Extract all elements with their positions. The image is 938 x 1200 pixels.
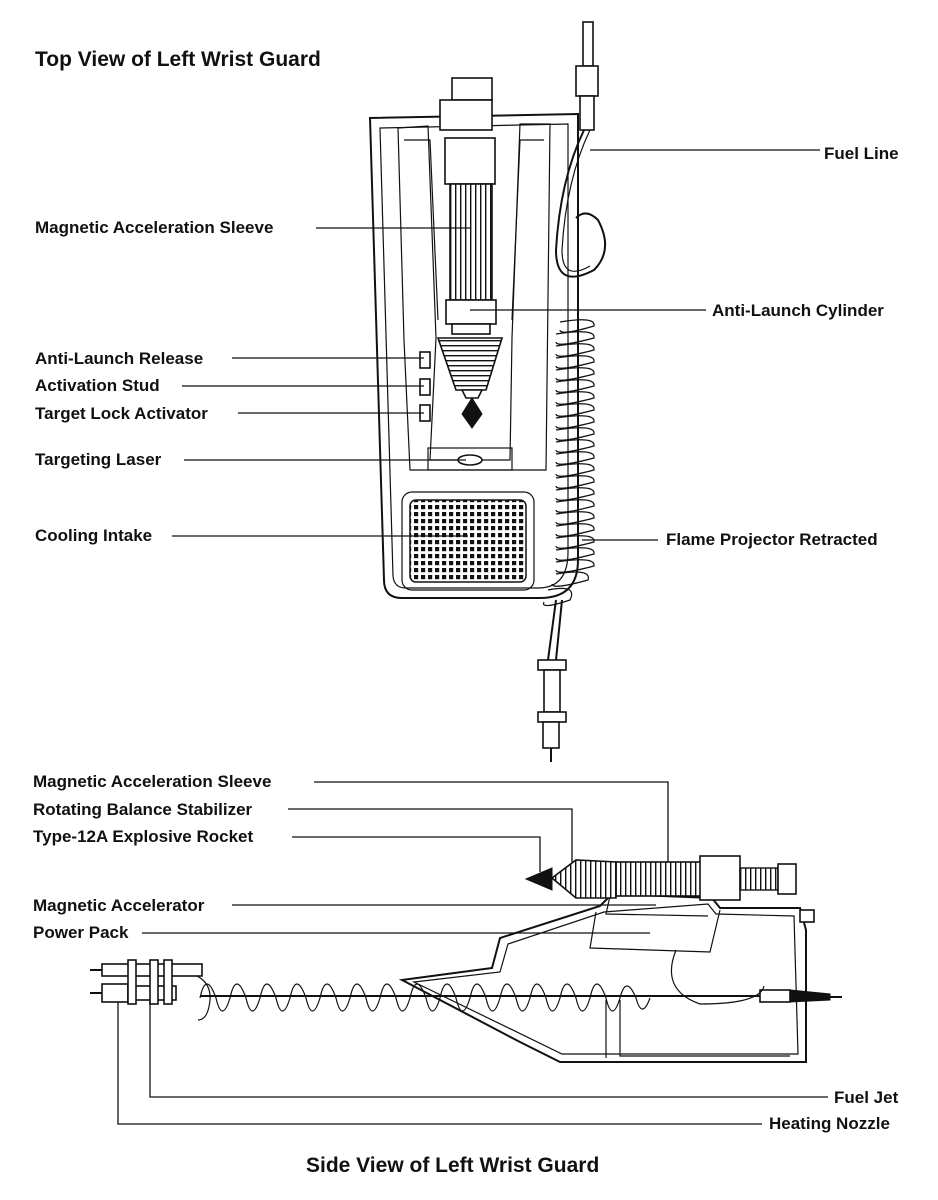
leader-explosive-rocket: [292, 836, 541, 872]
side-housing-outline: [398, 892, 807, 1063]
cooling-intake-grille: [409, 499, 527, 583]
launcher-bay-rail-right: [511, 139, 544, 321]
side-fuel-hose-loop: [670, 949, 765, 1005]
top-housing-outline: [368, 112, 579, 599]
sleeve-collar-side: [699, 855, 741, 901]
label-activation-stud: Activation Stud: [35, 376, 160, 395]
sleeve-cap: [451, 77, 493, 101]
leader-fuel-jet: [149, 1000, 828, 1098]
label-magnetic-acceleration-sleeve-top: Magnetic Acceleration Sleeve: [35, 218, 274, 237]
label-targeting-laser: Targeting Laser: [35, 450, 162, 469]
fuel-tube-body: [579, 95, 595, 131]
label-fuel-jet: Fuel Jet: [834, 1088, 899, 1107]
magnetic-accelerator-panel: [605, 895, 709, 917]
heating-nozzle: [101, 983, 129, 1003]
label-magnetic-acceleration-sleeve-side: Magnetic Acceleration Sleeve: [33, 772, 272, 791]
side-end-cap: [799, 909, 815, 923]
label-power-pack: Power Pack: [33, 923, 129, 942]
fuel-line-tip: [789, 989, 831, 1003]
side-coil: [199, 983, 651, 1012]
side-housing-inner: [411, 903, 799, 1055]
anti-launch-release-button: [419, 351, 431, 369]
anti-launch-cylinder-base: [451, 323, 491, 335]
launcher-bay-rail-left: [404, 139, 439, 321]
power-pack-panel: [589, 909, 721, 953]
label-explosive-rocket: Type-12A Explosive Rocket: [33, 827, 254, 846]
sleeve-rear-ribs: [739, 867, 779, 891]
leader-magnetic-acceleration-sleeve-side: [314, 781, 669, 862]
fuel-line-hose-inner: [561, 129, 591, 272]
nozzle-ring-2: [149, 959, 159, 1005]
cooling-intake-frame: [401, 491, 535, 591]
fuel-tube-tip: [582, 21, 594, 67]
label-magnetic-accelerator: Magnetic Accelerator: [33, 896, 205, 915]
fuel-line-coupler: [759, 989, 791, 1003]
rotating-balance-stabilizer-side: [550, 859, 617, 899]
flame-projector-collar: [537, 659, 567, 671]
nozzle-ring-1: [127, 959, 137, 1005]
label-target-lock-activator: Target Lock Activator: [35, 404, 208, 423]
flame-projector-nozzle: [542, 721, 560, 749]
rotating-balance-stabilizer-top: [436, 337, 504, 391]
explosive-rocket-warhead: [524, 867, 553, 891]
anti-launch-cylinder: [445, 299, 497, 325]
flame-projector-stem: [547, 599, 563, 661]
fuel-line-hose: [554, 129, 606, 278]
sleeve-collar: [439, 99, 493, 131]
label-rotating-balance-stabilizer: Rotating Balance Stabilizer: [33, 800, 253, 819]
label-flame-projector-retracted: Flame Projector Retracted: [666, 530, 878, 549]
rocket-warhead-top: [461, 397, 483, 429]
flame-projector-coil: [542, 319, 595, 607]
flame-projector-barrel: [543, 669, 561, 713]
leader-rotating-balance-stabilizer: [288, 808, 573, 862]
top-view-title: Top View of Left Wrist Guard: [35, 48, 321, 71]
label-heating-nozzle: Heating Nozzle: [769, 1114, 890, 1133]
sleeve-upper-block: [444, 137, 496, 185]
sleeve-rear-cap: [777, 863, 797, 895]
leader-heating-nozzle: [117, 1002, 762, 1125]
side-view-drawing: [90, 781, 842, 1125]
rocket-body-top: [460, 389, 484, 399]
nozzle-ring-3: [163, 959, 173, 1005]
magnetic-acceleration-sleeve-top: [449, 183, 493, 301]
label-anti-launch-release: Anti-Launch Release: [35, 349, 204, 368]
label-fuel-line: Fuel Line: [824, 144, 899, 163]
side-view-title: Side View of Left Wrist Guard: [306, 1154, 600, 1177]
targeting-laser-housing: [427, 447, 513, 471]
flame-projector-grip: [537, 711, 567, 723]
fuel-tube-collar: [575, 65, 599, 97]
activation-stud-button: [419, 378, 431, 396]
label-cooling-intake: Cooling Intake: [35, 526, 153, 545]
top-view-drawing: [172, 21, 820, 762]
side-housing-panel: [605, 1000, 790, 1058]
label-anti-launch-cylinder: Anti-Launch Cylinder: [712, 301, 884, 320]
